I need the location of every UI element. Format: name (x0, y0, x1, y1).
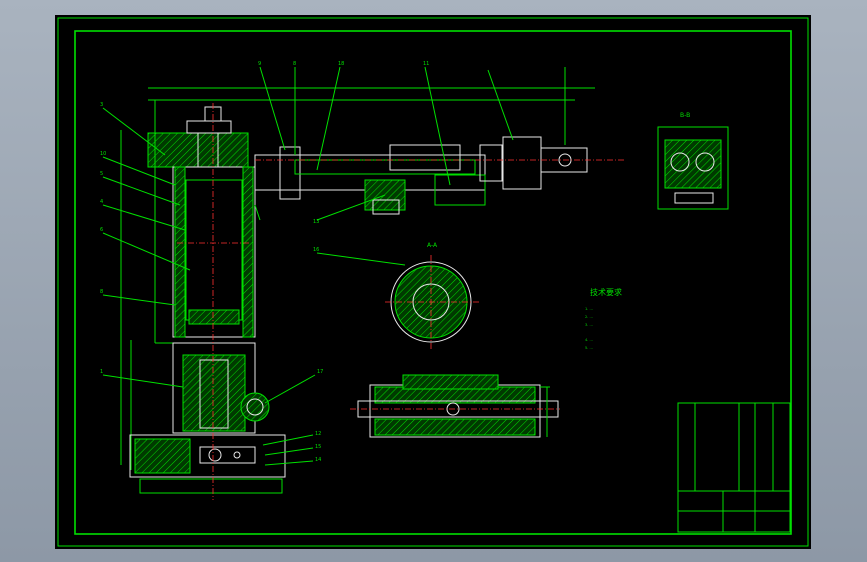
balloon: 10 (100, 151, 106, 157)
inner-border (74, 30, 792, 535)
balloon: 8 (100, 289, 103, 295)
balloon: 4 (100, 199, 103, 205)
balloon: 18 (338, 61, 344, 67)
section-bb-view: B-B (657, 112, 729, 210)
balloon: 11 (423, 61, 429, 67)
section-bb-label: B-B (680, 112, 690, 119)
technical-notes: 技术要求 1. ... 2. ... 3. ... 4. ... 5. ... (585, 287, 622, 350)
balloon: 8 (293, 61, 296, 67)
tech-notes-title: 技术要求 (590, 287, 622, 297)
tech-note-5: 5. ... (585, 346, 593, 350)
balloon-numbers: 3 10 5 4 6 8 1 9 8 18 11 16 13 12 15 14 … (100, 61, 429, 463)
section-aa-view: A-A (385, 242, 479, 351)
balloon: 5 (100, 171, 103, 177)
balloon: 9 (258, 61, 261, 67)
engineering-drawing: B-B A-A 技术要求 1. ... 2. ... 3. ... 4. ...… (57, 17, 809, 547)
balloon: 1 (100, 369, 103, 375)
tech-note-2: 2. ... (585, 315, 593, 319)
tech-note-4: 4. ... (585, 338, 593, 342)
title-block (677, 402, 791, 533)
balloon: 6 (100, 227, 103, 233)
tech-note-3: 3. ... (585, 323, 593, 327)
section-aa-label: A-A (427, 242, 438, 249)
cad-viewport[interactable]: B-B A-A 技术要求 1. ... 2. ... 3. ... 4. ...… (55, 15, 811, 549)
balloon: 17 (317, 369, 323, 375)
balloon: 14 (315, 457, 321, 463)
outer-border (57, 17, 809, 547)
balloon: 3 (100, 102, 103, 108)
balloon: 15 (315, 444, 321, 450)
balloon: 13 (313, 219, 319, 225)
balloon-leaders (102, 66, 566, 466)
balloon: 16 (313, 247, 319, 253)
balloon: 12 (315, 431, 321, 437)
horizontal-arm-view (148, 87, 625, 221)
lower-section-view (350, 374, 560, 438)
tech-note-1: 1. ... (585, 307, 593, 311)
